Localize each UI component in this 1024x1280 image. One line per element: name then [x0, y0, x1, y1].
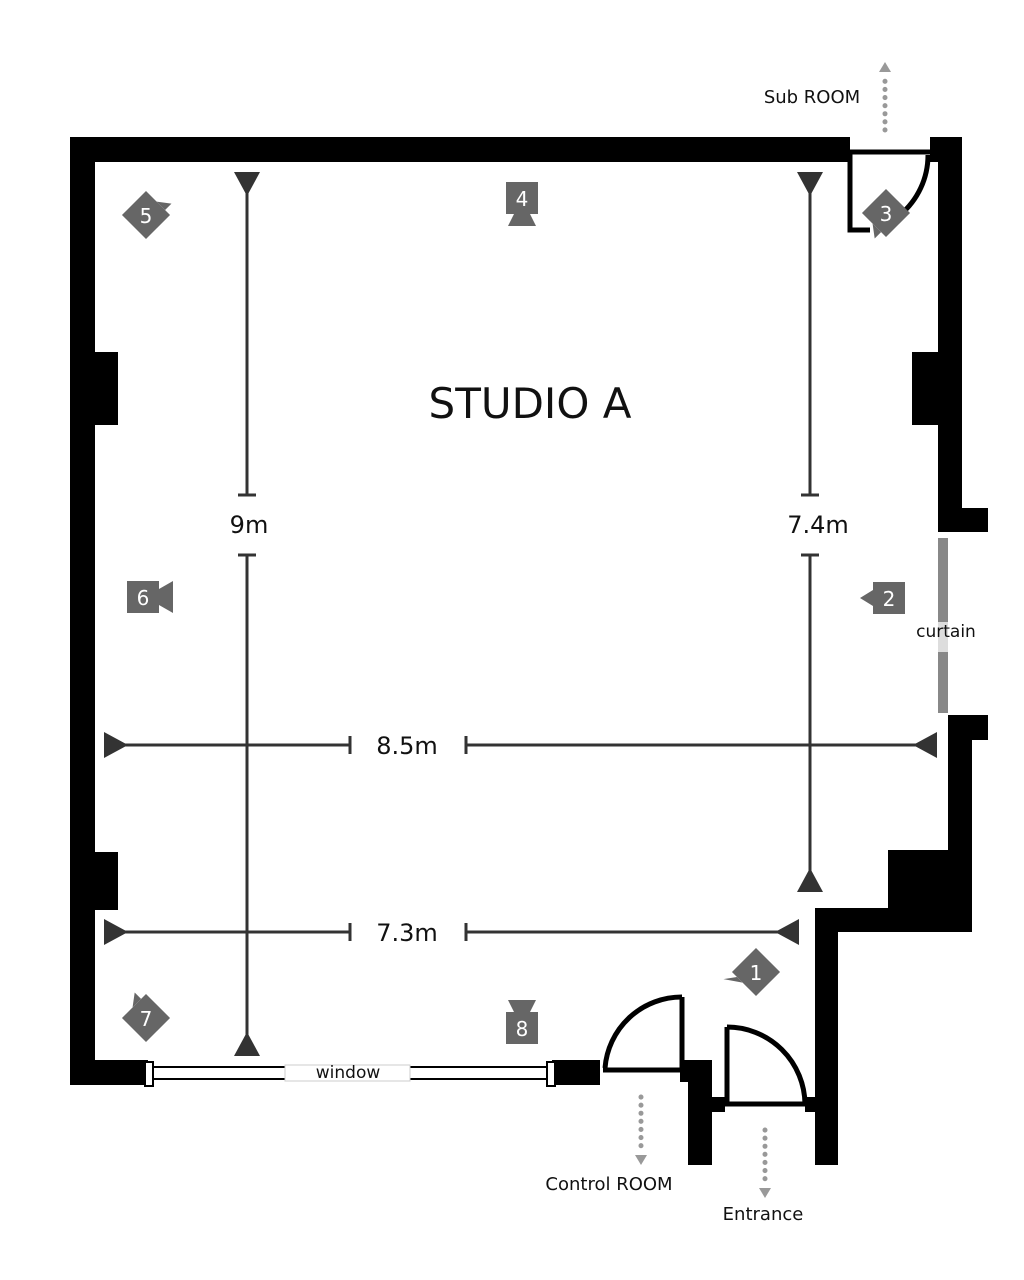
camera-number: 6 — [137, 586, 150, 610]
camera-number: 3 — [880, 202, 893, 226]
camera-number: 5 — [140, 204, 153, 228]
camera-2: 2 — [860, 582, 905, 614]
control-room-label: Control ROOM — [545, 1174, 672, 1195]
camera-number: 8 — [516, 1017, 529, 1041]
dimension-label: 9m — [230, 511, 269, 539]
camera-number: 2 — [883, 587, 896, 611]
entrance-label: Entrance — [723, 1204, 804, 1225]
window: window — [144, 1061, 556, 1087]
camera-number: 4 — [516, 187, 529, 211]
entrance-arrow-icon — [759, 1127, 771, 1198]
studio-title: STUDIO A — [429, 379, 632, 428]
camera-3: 3 — [861, 188, 911, 239]
dimension-right-height: 7.4m — [787, 172, 849, 892]
dimension-left-height: 9m — [230, 172, 269, 1056]
sub-room-label: Sub ROOM — [764, 87, 860, 108]
camera-8: 8 — [506, 1000, 538, 1044]
dimension-upper-width: 8.5m — [104, 732, 937, 760]
dimension-label: 8.5m — [376, 732, 438, 760]
camera-1: 1 — [723, 947, 781, 997]
curtain-label: curtain — [916, 622, 976, 642]
camera-5: 5 — [121, 190, 172, 240]
control-room-door — [602, 994, 685, 1073]
camera-number: 7 — [140, 1007, 153, 1031]
dimension-label: 7.3m — [376, 919, 438, 947]
dimension-lower-width: 7.3m — [104, 919, 799, 947]
curtain: curtain — [916, 538, 976, 713]
walls — [70, 137, 988, 1165]
window-label: window — [316, 1063, 381, 1083]
camera-number: 1 — [750, 961, 763, 985]
entrance-door — [724, 1024, 808, 1107]
control-room-arrow-icon — [635, 1094, 647, 1165]
sub-room-arrow-icon — [879, 62, 891, 133]
camera-7: 7 — [121, 992, 171, 1043]
dimension-label: 7.4m — [787, 511, 849, 539]
camera-4: 4 — [506, 182, 538, 226]
camera-6: 6 — [127, 581, 173, 613]
